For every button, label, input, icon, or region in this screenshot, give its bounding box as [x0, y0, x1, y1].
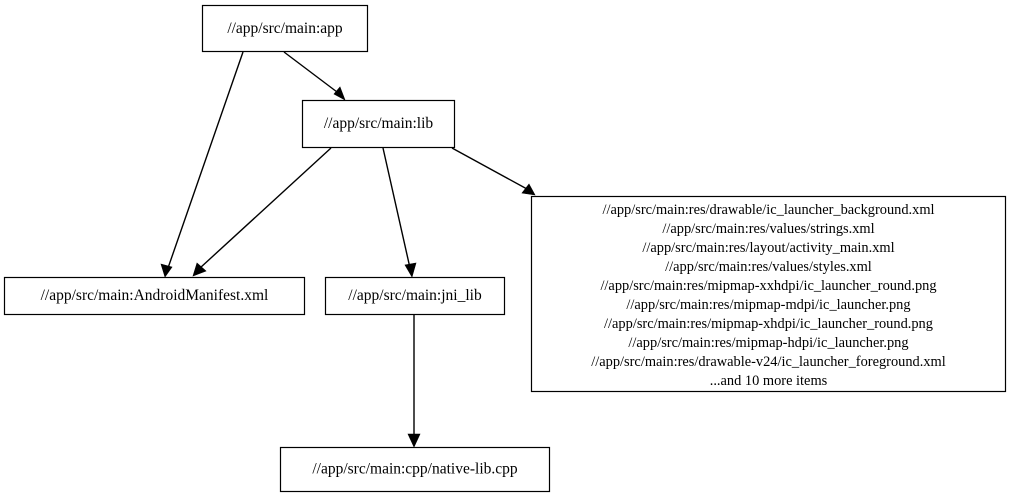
node-lib-box[interactable] [301, 99, 456, 149]
node-resources-line-5: //app/src/main:res/mipmap-xxhdpi/ic_laun… [600, 278, 936, 294]
node-lib[interactable]: //app/src/main:lib [301, 99, 456, 149]
edge-lib-to-jni-lib [382, 147, 417, 278]
arrowhead-icon [192, 262, 207, 277]
node-android-manifest-box[interactable] [3, 276, 306, 316]
edge-lib-to-manifest [192, 147, 332, 277]
node-resources-line-1: //app/src/main:res/drawable/ic_launcher_… [602, 202, 934, 218]
node-resources-line-6: //app/src/main:res/mipmap-mdpi/ic_launch… [626, 297, 910, 313]
node-resources-line-3: //app/src/main:res/layout/activity_main.… [642, 240, 894, 256]
arrowhead-icon [521, 183, 536, 196]
node-jni-lib-box[interactable] [324, 276, 506, 316]
node-jni-lib-label: //app/src/main:jni_lib [348, 287, 482, 304]
node-android-manifest[interactable]: //app/src/main:AndroidManifest.xml [3, 276, 306, 316]
arrowhead-icon [404, 262, 417, 278]
node-jni-lib[interactable]: //app/src/main:jni_lib [324, 276, 506, 316]
edge-line [283, 51, 342, 96]
node-app[interactable]: //app/src/main:app [201, 4, 369, 53]
edge-line [451, 147, 528, 190]
node-resources-line-8: //app/src/main:res/mipmap-hdpi/ic_launch… [628, 335, 908, 351]
node-app-label: //app/src/main:app [227, 20, 343, 37]
node-resources-line-4: //app/src/main:res/values/styles.xml [665, 259, 872, 275]
edge-line [167, 51, 244, 269]
node-resources[interactable]: //app/src/main:res/drawable/ic_launcher_… [530, 195, 1007, 393]
arrowhead-icon [160, 263, 173, 278]
edge-jni-lib-to-native-lib [407, 315, 421, 448]
node-native-lib-cpp-box[interactable] [279, 446, 551, 493]
arrowhead-icon [333, 86, 346, 101]
arrowhead-icon [407, 433, 421, 448]
node-native-lib-cpp-label: //app/src/main:cpp/native-lib.cpp [312, 461, 518, 478]
node-resources-box[interactable] [530, 195, 1007, 393]
node-android-manifest-label: //app/src/main:AndroidManifest.xml [41, 287, 269, 304]
node-resources-line-7: //app/src/main:res/mipmap-xhdpi/ic_launc… [604, 316, 933, 332]
edge-lib-to-resources [451, 147, 536, 196]
edge-app-to-lib [283, 51, 346, 101]
node-lib-label: //app/src/main:lib [324, 115, 434, 132]
node-resources-line-9: //app/src/main:res/drawable-v24/ic_launc… [591, 354, 945, 370]
node-resources-line-10: ...and 10 more items [710, 373, 828, 389]
node-resources-line-2: //app/src/main:res/values/strings.xml [662, 221, 874, 237]
edge-app-to-manifest [160, 51, 244, 278]
node-native-lib-cpp[interactable]: //app/src/main:cpp/native-lib.cpp [279, 446, 551, 493]
node-app-box[interactable] [201, 4, 369, 53]
edge-line [382, 147, 411, 269]
edge-line [199, 147, 332, 269]
